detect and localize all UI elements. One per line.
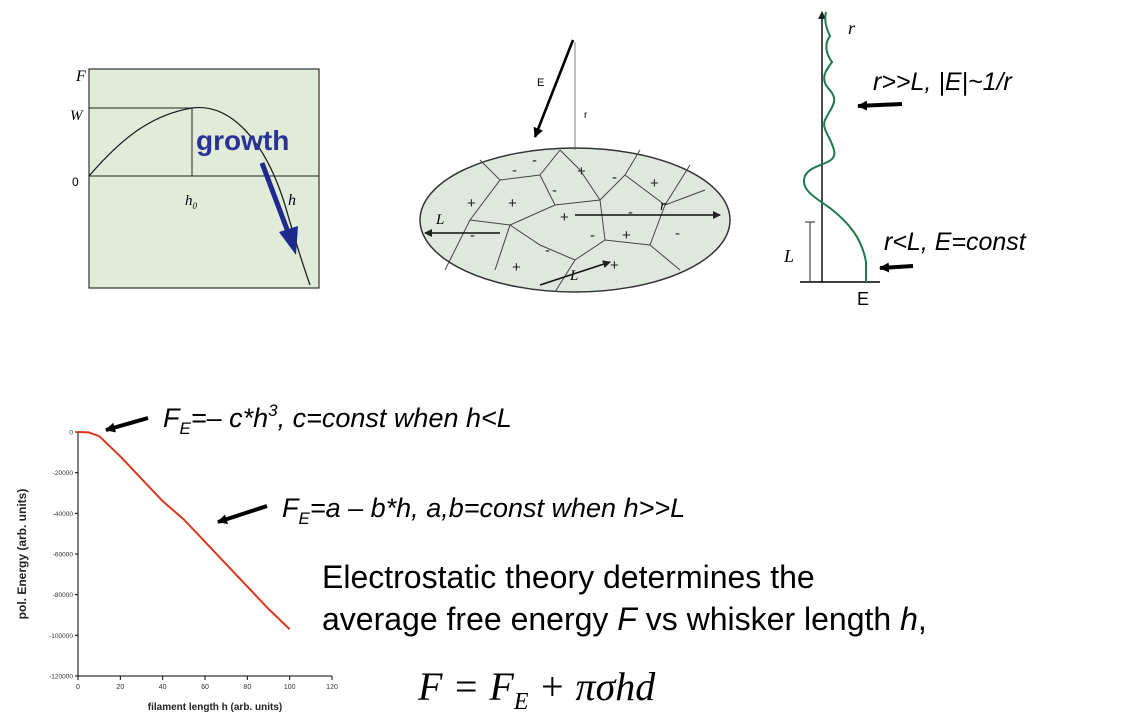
panel3-r-axis-label: r xyxy=(848,18,856,38)
sign: + xyxy=(577,163,586,180)
y-tick-label: 0 xyxy=(69,430,73,437)
sign: - xyxy=(545,242,550,259)
sign: - xyxy=(590,227,595,244)
panel2-r-label: r xyxy=(584,110,588,121)
x-tick-label: 100 xyxy=(284,684,296,691)
y-tick-label: -100000 xyxy=(49,633,73,640)
panel3-e-axis-label: E xyxy=(857,289,869,309)
sign: - xyxy=(512,162,517,179)
formula-large-h: FE=a – b*h, a,b=const when h>>L xyxy=(282,493,685,528)
y-tick-label: -20000 xyxy=(53,470,74,477)
sign: + xyxy=(467,195,476,212)
y-tick-label: -120000 xyxy=(49,674,73,681)
chart-y-label: pol. Energy (arb. units) xyxy=(15,489,29,620)
panel3-field-curve xyxy=(802,11,867,282)
panel-domain-ellipse: E r r L L - + - + - + - + - + - + - + - … xyxy=(419,39,731,293)
panel1-zero-label: 0 xyxy=(72,175,79,189)
panel2-e-label: E xyxy=(537,77,544,89)
panel3-near-arrow xyxy=(879,262,914,273)
formula1-arrow xyxy=(105,416,149,433)
energy-series-line xyxy=(77,431,291,630)
sign: - xyxy=(612,169,617,186)
sign: + xyxy=(610,257,619,274)
panel1-h0-label: h0 xyxy=(185,193,198,211)
panel1-w-label: W xyxy=(70,108,84,124)
panel-field-profile: r E L r>>L, |E|~1/r r<L, E=const xyxy=(783,11,1027,309)
sign: - xyxy=(675,225,680,242)
panel2-l-bottom: L xyxy=(569,268,578,284)
sign: - xyxy=(532,152,537,169)
panel1-h-label: h xyxy=(288,192,296,209)
panel2-l-left: L xyxy=(435,212,444,228)
growth-arrow-shaft xyxy=(259,162,291,233)
panel1-background xyxy=(88,68,320,289)
chart-x-label: filament length h (arb. units) xyxy=(148,702,282,713)
x-tick-label: 20 xyxy=(116,684,124,691)
panel3-far-note: r>>L, |E|~1/r xyxy=(873,68,1013,96)
description-line-1: Electrostatic theory determines the xyxy=(322,559,815,595)
sign: + xyxy=(650,175,659,192)
y-tick-label: -60000 xyxy=(53,552,74,559)
panel3-l-label: L xyxy=(783,246,794,266)
x-tick-label: 80 xyxy=(243,684,251,691)
sign: - xyxy=(470,227,475,244)
sign: + xyxy=(512,259,521,276)
y-tick-label: -40000 xyxy=(53,511,74,518)
domain-l-arrow-bottom xyxy=(539,260,611,286)
growth-label: growth xyxy=(196,125,289,156)
sign: + xyxy=(622,227,631,244)
sign: - xyxy=(628,204,633,221)
x-tick-label: 0 xyxy=(76,684,80,691)
panel-free-energy-sketch: F W 0 h0 h growth xyxy=(70,68,320,289)
description-line-2: average free energy F vs whisker length … xyxy=(322,601,927,637)
formula2-arrow xyxy=(217,504,268,524)
field-e-arrow xyxy=(533,39,575,138)
sign: - xyxy=(552,182,557,199)
domain-signs: - + - + - + - + - + - + - + - + - xyxy=(467,152,680,276)
panel3-far-arrow xyxy=(857,100,903,111)
growth-arrow-head xyxy=(279,226,298,255)
domain-boundaries xyxy=(444,149,706,293)
panel1-f-label: F xyxy=(75,68,86,85)
x-tick-label: 120 xyxy=(326,684,338,691)
x-tick-label: 60 xyxy=(201,684,209,691)
y-tick-label: -80000 xyxy=(53,592,74,599)
sign: + xyxy=(560,209,569,226)
x-tick-label: 40 xyxy=(159,684,167,691)
main-formula: F = FE + πσhd xyxy=(417,664,656,715)
energy-chart: 0 20 40 60 80 100 120 0 -20000 -40000 -60000 -80000… xyxy=(15,430,338,714)
formula-small-h: FE=– c*h3, c=const when h<L xyxy=(163,401,512,438)
sign: + xyxy=(508,195,517,212)
panel3-near-note: r<L, E=const xyxy=(884,228,1027,256)
panel2-r-inner: r xyxy=(660,198,666,214)
